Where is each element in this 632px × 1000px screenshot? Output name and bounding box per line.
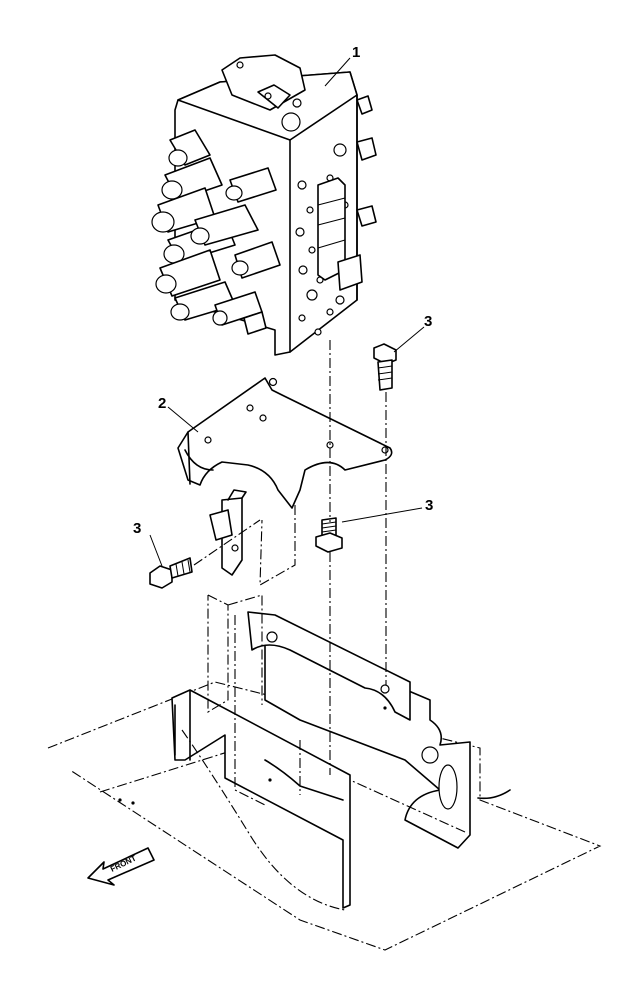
callout-3c: 3 <box>133 520 141 537</box>
front-arrow-icon: FRONT <box>87 847 155 886</box>
callout-3a: 3 <box>424 313 432 330</box>
bolt-right <box>373 343 397 391</box>
callout-3b: 3 <box>425 497 433 514</box>
callout-1: 1 <box>352 44 360 61</box>
bolt-left <box>149 557 193 589</box>
bolt-center <box>315 517 343 553</box>
leader-lines <box>149 57 425 567</box>
callout-2: 2 <box>158 395 166 412</box>
alignment-lines <box>193 340 387 775</box>
control-valve-assembly <box>151 54 377 356</box>
valve-spools <box>151 129 281 335</box>
mounting-bracket <box>177 377 393 586</box>
frame-assembly <box>47 594 602 951</box>
